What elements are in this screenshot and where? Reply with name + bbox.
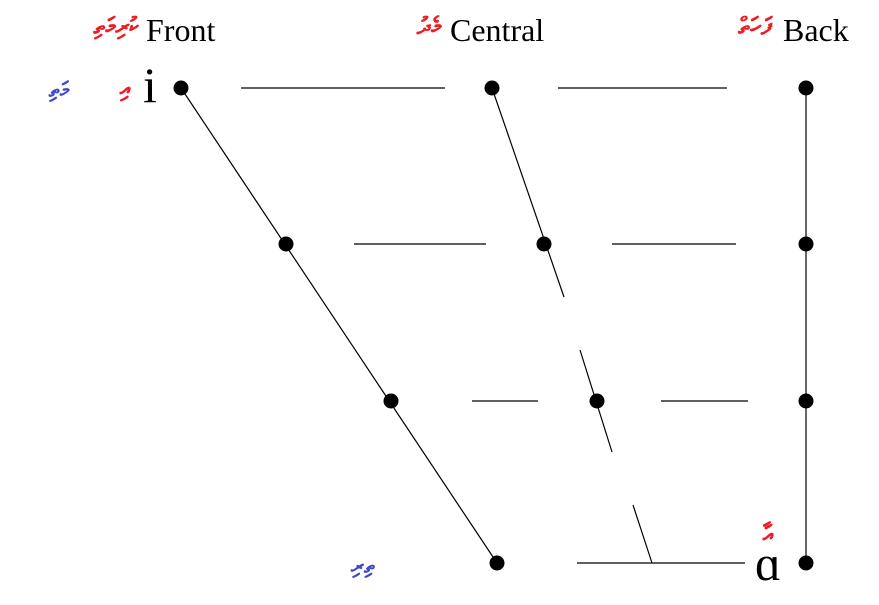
- back-thaana-label: ފަހަތް: [738, 12, 771, 40]
- vowel-dot-central-1: [484, 80, 500, 96]
- central-header: Central: [450, 12, 545, 48]
- vowel-dot-back-3: [798, 393, 814, 409]
- open-height-label: ތިރި: [350, 554, 374, 579]
- i-thaana-label: އި: [119, 74, 131, 102]
- central-line-3: [632, 504, 653, 564]
- central-line-1: [491, 87, 565, 298]
- front-edge-line: [180, 87, 498, 564]
- chart-lines: [180, 87, 807, 564]
- chart-dots: [173, 80, 814, 571]
- central-thaana-label: މެދު: [416, 12, 442, 40]
- vowel-dot-front-3: [383, 393, 399, 409]
- vowel-dot-front-1: [173, 80, 189, 96]
- vowel-dot-front-2: [278, 236, 294, 252]
- vowel-dot-front-4: [489, 555, 505, 571]
- a-thaana-label: އާ: [762, 520, 774, 548]
- vowel-dot-central-3: [589, 393, 605, 409]
- vowel-dot-central-2: [536, 236, 552, 252]
- close-height-label: މަތި: [48, 78, 69, 103]
- vowel-i: i: [143, 57, 157, 113]
- vowel-a: ɑ: [755, 535, 782, 591]
- vowel-dot-back-4: [798, 555, 814, 571]
- front-thaana-label: ކުރިމަތި: [93, 12, 139, 40]
- vowel-dot-back-1: [798, 80, 814, 96]
- back-header: Back: [783, 12, 849, 48]
- front-header: Front: [146, 12, 216, 48]
- vowel-dot-back-2: [798, 236, 814, 252]
